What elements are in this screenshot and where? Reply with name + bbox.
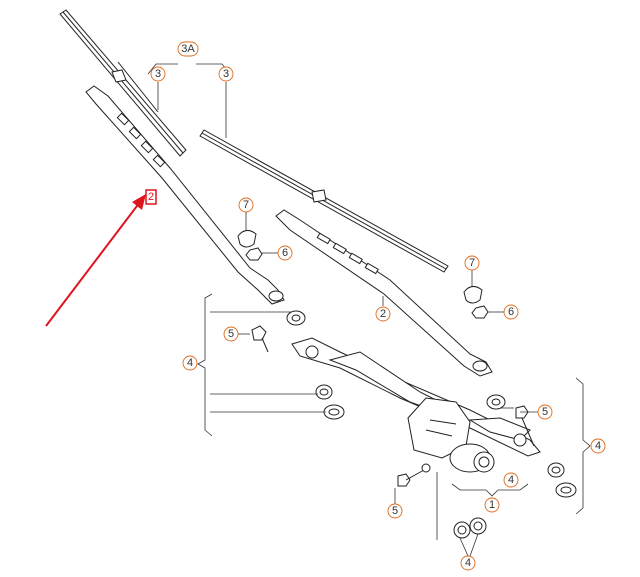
- wiper-arm-left: [85, 85, 285, 305]
- wiper-motor: [407, 397, 495, 473]
- bolt-5-bottom: [397, 463, 431, 487]
- highlight-box: [145, 189, 157, 205]
- cap-7-right: [463, 286, 483, 304]
- cap-7-left: [237, 230, 257, 248]
- callout-2-highlighted: 2: [148, 191, 154, 203]
- callout-7-right: 7: [469, 257, 475, 269]
- callout-2-right: 2: [380, 308, 386, 320]
- callout-labels: [150, 41, 606, 571]
- callout-7-left: 7: [243, 199, 249, 211]
- callout-5-left: 5: [228, 328, 234, 340]
- callout-5-bottom: 5: [392, 505, 398, 517]
- nut-6-left: [245, 247, 263, 261]
- fasteners: [237, 230, 577, 539]
- callout-text: 3A 3 3 2 7 6 2 7 6 5 4 5 4 4 1 5 4: [148, 43, 601, 569]
- wiper-blade-left: [59, 9, 187, 157]
- callout-3a: 3A: [181, 43, 195, 55]
- callout-3-left: 3: [155, 68, 161, 80]
- callout-4-bottom: 4: [465, 557, 471, 569]
- callout-4-right: 4: [595, 440, 601, 452]
- nut-6-right: [471, 305, 489, 319]
- callout-3-right: 3: [223, 68, 229, 80]
- callout-6-left: 6: [282, 247, 288, 259]
- callout-1: 1: [489, 499, 495, 511]
- callout-6-right: 6: [508, 306, 514, 318]
- callout-4-bottom-center: 4: [508, 474, 514, 486]
- wiper-blade-right: [199, 129, 449, 273]
- highlight-arrow: [45, 189, 157, 327]
- wiper-arm-right: [275, 209, 493, 377]
- callout-5-right: 5: [542, 406, 548, 418]
- callout-4-left: 4: [187, 357, 193, 369]
- bolt-5-left: [251, 325, 269, 353]
- wiper-linkage-frame: [291, 337, 541, 457]
- leader-lines: [147, 63, 591, 557]
